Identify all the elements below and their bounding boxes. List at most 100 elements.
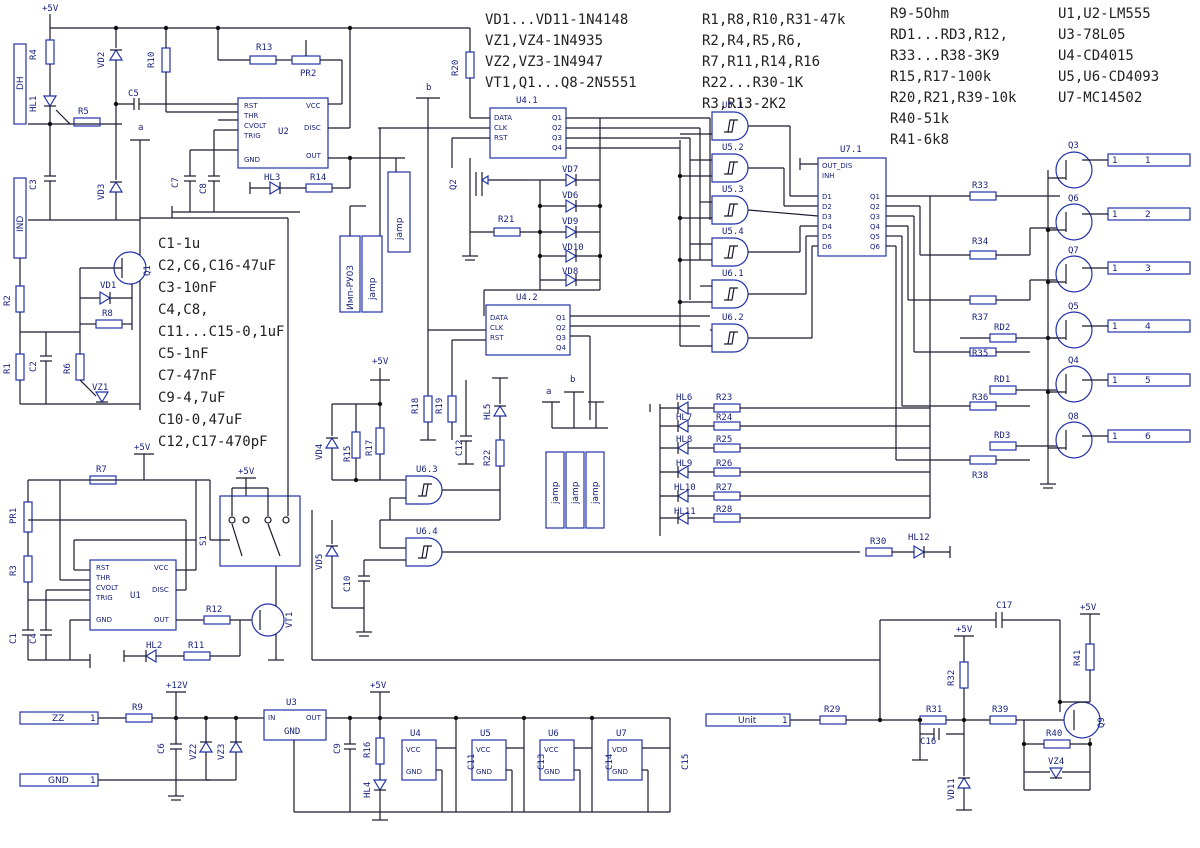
component-label: GND xyxy=(48,776,69,786)
resistor-r40 xyxy=(1043,739,1071,749)
component-label: b xyxy=(426,83,431,93)
ic-u3 xyxy=(263,709,327,741)
schematic-mark xyxy=(1055,365,1093,403)
component-label: R36 xyxy=(972,393,988,403)
gate-u51: U5.1 xyxy=(711,101,749,141)
component-label: R9 xyxy=(132,703,143,713)
component-label: Unit xyxy=(738,716,757,726)
component-label: a xyxy=(546,387,551,397)
legend-line: R33...R38-3K9 xyxy=(890,48,1000,64)
legend-line: VZ1,VZ4-1N4935 xyxy=(485,33,603,49)
component-label: Q4 xyxy=(870,223,881,231)
diode-vd10 xyxy=(565,248,578,264)
u71-section: U7.1 OUT_DIS INH D1 D2 D3 D4 D5 D6 Q1 Q2… xyxy=(799,145,940,460)
component-label: HL2 xyxy=(146,641,162,651)
resistor-r10 xyxy=(161,47,171,73)
resistor-rd1 xyxy=(989,385,1017,395)
component-label: CLK xyxy=(494,124,508,132)
connector-dh xyxy=(13,43,27,125)
component-label: D6 xyxy=(822,243,832,251)
component-label: GND xyxy=(544,768,560,776)
component-label: R28 xyxy=(716,505,732,515)
legend-line: U1,U2-LM555 xyxy=(1058,6,1151,22)
component-label: R10 xyxy=(147,52,157,68)
schematic-mark xyxy=(711,111,749,141)
schematic-mark xyxy=(353,477,359,483)
component-label: jamp xyxy=(591,481,601,505)
component-label: R15 xyxy=(343,446,353,462)
resistor-r14 xyxy=(305,183,333,193)
diode-vd6 xyxy=(565,198,578,214)
component-label: 1 xyxy=(1145,156,1151,166)
resistor-r1 xyxy=(15,353,25,381)
schematic-mark xyxy=(453,715,459,721)
resistor-r4 xyxy=(45,39,55,65)
junction-dots xyxy=(47,25,1093,747)
component-label: GND xyxy=(244,156,260,164)
component-label: Q3 xyxy=(1068,141,1079,151)
schematic-mark xyxy=(203,715,209,721)
resistor-r8 xyxy=(95,319,123,329)
component-label: Имп-РУ03 xyxy=(346,265,356,310)
resistor-r33 xyxy=(969,191,997,201)
diode-vd3 xyxy=(108,180,124,193)
legend-line: R3,R13-2K2 xyxy=(702,96,786,112)
schematic-mark xyxy=(405,475,443,505)
jumper-j4 xyxy=(565,451,585,529)
resistor-r29 xyxy=(819,715,847,725)
component-label: jamp xyxy=(571,481,581,505)
component-label: VCC xyxy=(154,564,169,572)
transistor-q9 xyxy=(1063,701,1101,739)
component-label: b xyxy=(570,375,575,385)
component-label: HL6 xyxy=(676,393,692,403)
component-label: +5V xyxy=(238,467,255,477)
component-label: Q7 xyxy=(1068,246,1079,256)
component-label: D1 xyxy=(822,193,832,201)
component-label: DATA xyxy=(490,314,508,322)
schematic-mark xyxy=(597,203,603,209)
component-label: 2 xyxy=(1145,210,1151,220)
zener-vz2 xyxy=(198,740,214,753)
component-label: C13 xyxy=(537,754,547,770)
schematic-mark xyxy=(233,715,239,721)
resistor-r38 xyxy=(969,455,997,465)
schematic-mark xyxy=(711,195,749,225)
component-label: VD6 xyxy=(562,191,578,201)
component-label: C9 xyxy=(333,743,343,754)
diode-vd2 xyxy=(108,48,124,61)
resistor-r13 xyxy=(249,55,277,65)
legend-resistors-2: R9-5Ohm RD1...RD3,R12, R33...R38-3K9 R15… xyxy=(890,6,1017,148)
ic-u7-power xyxy=(607,739,643,781)
component-label: R33 xyxy=(972,181,988,191)
component-label: +5V xyxy=(370,681,387,691)
component-label: R25 xyxy=(716,435,732,445)
component-label: Q1 xyxy=(870,193,880,201)
component-label: U5.4 xyxy=(722,227,744,237)
schematic-mark xyxy=(264,516,272,524)
led-hl9: HL9 R26 xyxy=(660,459,930,480)
schematic-mark xyxy=(163,25,169,31)
diode-vd7 xyxy=(565,172,578,188)
component-label: U5.2 xyxy=(722,143,744,153)
component-label: Q3 xyxy=(556,334,566,342)
component-label: +5V xyxy=(372,357,389,367)
component-label: Q1 xyxy=(552,114,562,122)
component-label: R17 xyxy=(365,440,375,456)
component-label: GND xyxy=(612,768,628,776)
component-label: R19 xyxy=(435,398,445,414)
resistor-r19 xyxy=(447,395,457,423)
switch-s1[interactable] xyxy=(219,495,301,567)
schematic-mark xyxy=(47,121,53,127)
schematic-mark xyxy=(711,153,749,183)
transistor-q5: Q5 xyxy=(1055,302,1093,349)
resistor-r27 xyxy=(713,491,741,501)
component-label: U6 xyxy=(548,729,559,739)
schematic-mark xyxy=(1087,741,1093,747)
component-label: GND xyxy=(476,768,492,776)
component-label: HL4 xyxy=(363,782,373,798)
component-label: C12 xyxy=(455,440,465,456)
component-label: R4 xyxy=(29,49,39,60)
schematic-mark xyxy=(711,323,749,353)
resistor-rd3 xyxy=(989,441,1017,451)
gate-u63: U6.3 xyxy=(405,465,443,505)
